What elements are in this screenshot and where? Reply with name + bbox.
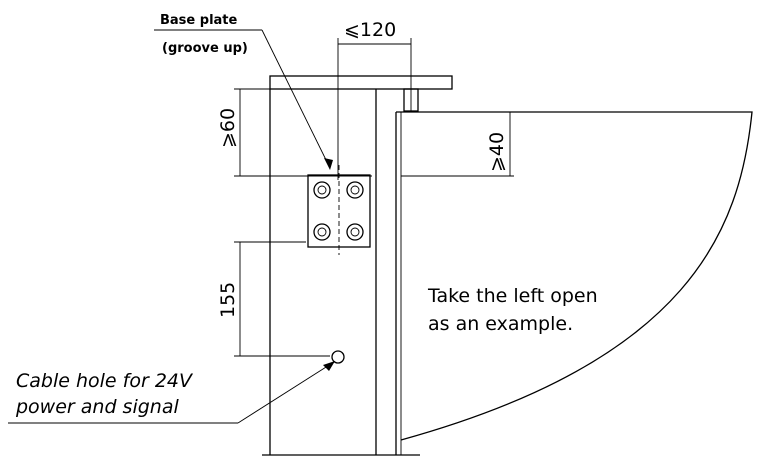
cable-hole (331, 350, 345, 364)
door-panel-outline (396, 111, 753, 441)
dim-top-width (337, 38, 412, 180)
dim-right-upper (401, 112, 514, 177)
cable-hole-label-line1: Cable hole for 24V (16, 370, 194, 392)
base-plate-label: Base plate (160, 13, 238, 28)
groove-up-label: (groove up) (162, 41, 248, 56)
cable-hole-label-line2: power and signal (15, 396, 179, 418)
example-note-line1: Take the left open (427, 285, 598, 307)
example-note-line2: as an example. (428, 313, 573, 335)
dim-left-lower (234, 241, 330, 357)
base-plate-leader (154, 29, 333, 170)
dim-left-upper-label: ⩾60 (217, 108, 239, 148)
cable-hole-leader (8, 361, 335, 424)
dim-left-upper (234, 88, 372, 177)
top-plate (269, 75, 453, 90)
dim-top-width-label: ⩽120 (344, 19, 396, 41)
dim-left-lower-label: 155 (217, 282, 239, 318)
base-plate-bolts (313, 181, 364, 241)
dim-right-upper-label: ⩾40 (486, 132, 508, 172)
